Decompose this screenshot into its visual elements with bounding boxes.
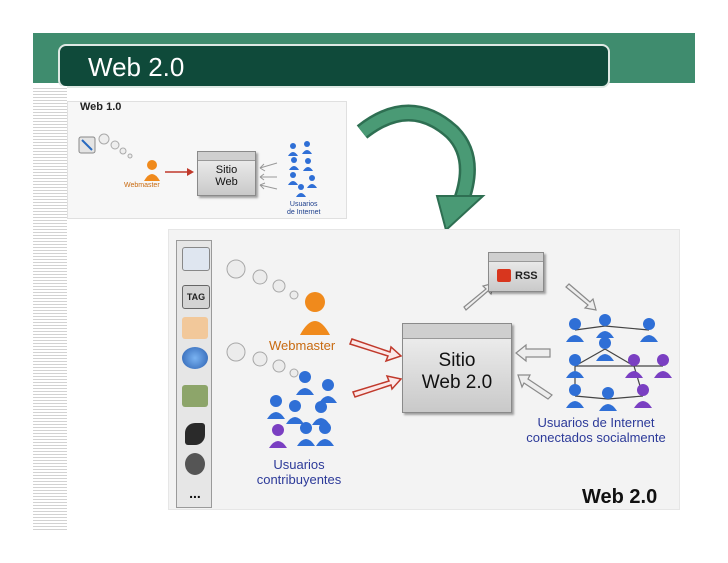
media-icon	[185, 453, 205, 475]
rss-window	[488, 252, 544, 292]
web1-webmaster-label: Webmaster	[124, 182, 160, 189]
webmaster-person-icon	[144, 160, 160, 181]
pencil-tool-icon	[182, 247, 210, 271]
arrows-from-users	[515, 343, 553, 400]
web1-heading: Web 1.0	[80, 101, 122, 113]
incoming-arrows	[259, 162, 278, 190]
thought-bubble	[127, 153, 133, 159]
transition-arrow-head	[435, 195, 486, 232]
web2-brand-label: Web 2.0	[582, 486, 658, 508]
web2-webmaster-label: Webmaster	[269, 338, 336, 353]
thought-bubble	[119, 147, 127, 155]
social-users-group-icon	[566, 314, 672, 411]
more-icon: ...	[189, 485, 201, 501]
web1-diagram	[78, 133, 317, 197]
window-titlebar	[198, 152, 255, 161]
contributors-group-icon	[267, 371, 337, 448]
tag-icon: TAG	[182, 285, 210, 309]
arrow-head	[187, 168, 194, 176]
webmaster-person-icon	[300, 292, 330, 335]
phone-icon	[185, 423, 205, 445]
web2-diagram	[226, 259, 672, 448]
thought-bubble	[110, 140, 120, 150]
rss-label: RSS	[515, 270, 538, 282]
transition-arrow	[356, 104, 486, 232]
decorative-stripes	[33, 86, 67, 532]
users-group-icon	[288, 141, 317, 197]
map-icon	[182, 385, 208, 407]
thought-bubble	[98, 133, 110, 145]
thought-bubbles-bottom	[226, 342, 299, 378]
profile-icon	[182, 317, 208, 339]
window-titlebar	[403, 324, 511, 339]
social-links	[574, 325, 663, 400]
slide-title: Web 2.0	[88, 52, 185, 82]
pencil-stroke	[81, 139, 93, 151]
arrows-to-site	[349, 338, 403, 398]
thought-bubbles-top	[226, 259, 299, 300]
globe-icon	[182, 347, 208, 369]
tools-toolbar: TAG ...	[176, 240, 212, 508]
window-titlebar	[489, 253, 543, 262]
rss-icon	[497, 269, 511, 282]
title-bar	[58, 44, 610, 88]
